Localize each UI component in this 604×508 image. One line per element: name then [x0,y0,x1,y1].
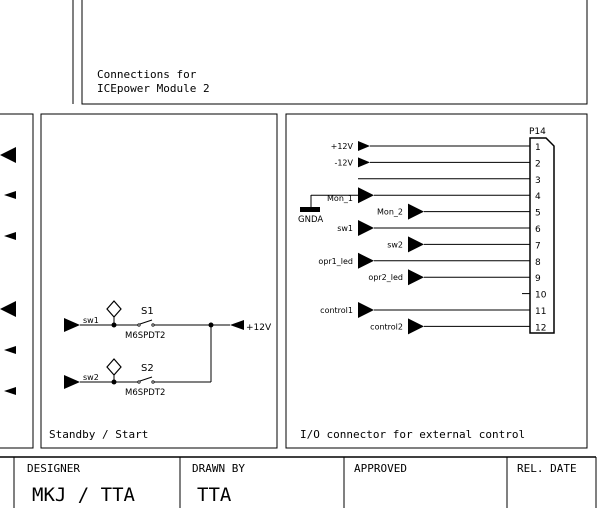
net-label: Mon_1 [327,194,353,203]
sw2-blade [139,376,153,382]
port-arrow-small [4,387,16,395]
s1-reference: S1 [141,306,154,317]
pin-number: 7 [535,241,541,251]
sw1-contact [151,323,155,327]
net-label: Mon_2 [377,208,403,217]
net-port-arrow [408,269,424,286]
p14-reference: P14 [529,127,546,137]
sw1-test-point-diamond [106,300,122,318]
net-port-arrow [358,252,374,269]
net-label: opr2_led [368,273,403,282]
sw2-contact [137,380,141,384]
s1-part-number: M6SPDT2 [125,331,165,341]
port-arrow-large [0,147,16,163]
pin-number: 5 [535,209,541,219]
left-partial-box [0,113,34,449]
net-port-arrow [408,318,424,335]
supply-label: +12V [246,323,272,333]
sw1-net-label: sw1 [83,316,99,325]
module-caption-line1: Connections for [97,68,197,81]
io-frame [285,113,588,449]
net-port-arrow [358,302,374,318]
pin-number: 8 [535,258,541,268]
net-port-arrow [408,236,424,253]
net-label: control1 [320,306,353,315]
net-label: control2 [370,322,403,331]
p14-connector-body [529,137,555,334]
pin-number: 6 [535,225,541,235]
sw2-port-arrow [64,375,80,389]
sw1-contact [137,323,141,327]
port-arrow-large [0,301,16,317]
switch-s2: sw2 S2 M6SPDT2 [64,325,212,398]
net-port-arrow [358,157,370,168]
pin-number: 9 [535,274,541,284]
switch-s1: sw1 S1 M6SPDT2 +12V [64,300,272,341]
ground-bar-icon [300,207,320,212]
ground-label: GNDA [298,215,323,225]
s2-reference: S2 [141,363,154,374]
left-box-frame [0,113,34,449]
standby-caption: Standby / Start [49,428,148,441]
drawn-by-label: DRAWN BY [192,462,245,475]
sw2-net-label: sw2 [83,373,99,382]
net-label: opr1_led [318,257,353,266]
pin-number: 10 [535,291,547,301]
pin-number: 3 [535,176,541,186]
net-label: sw1 [337,224,353,233]
s2-part-number: M6SPDT2 [125,388,165,398]
net-port-arrow [408,203,424,220]
pin-number: 2 [535,159,541,169]
net-label: -12V [334,158,353,167]
net-label: +12V [331,142,354,151]
net-port-arrow [358,141,370,151]
sw1-blade [139,319,153,325]
port-arrow-small [4,346,16,354]
standby-frame [40,113,278,449]
pin-number: 1 [535,143,541,153]
designer-label: DESIGNER [27,462,80,475]
module-caption-line2: ICEpower Module 2 [97,82,210,95]
net-port-arrow [358,220,374,236]
standby-start-box: sw1 S1 M6SPDT2 +12V sw2 S2 [40,113,278,449]
net-port-arrow [358,187,374,204]
supply-port-arrow [230,320,244,330]
port-arrow-small [4,232,16,240]
pin-number: 12 [535,323,546,333]
approved-label: APPROVED [354,462,407,475]
drawn-by-value: TTA [197,484,232,506]
designer-value: MKJ / TTA [32,484,136,506]
top-frames [72,0,588,105]
io-caption: I/O connector for external control [300,428,525,441]
pin-number: 11 [535,307,546,317]
net-label: sw2 [387,240,403,249]
sw2-contact [151,380,155,384]
sw2-test-point-diamond [106,358,122,376]
pin-number: 4 [535,192,541,202]
icepower-module-frame [81,0,588,105]
sw1-port-arrow [64,318,80,332]
rel-date-label: REL. DATE [517,462,577,475]
port-arrow-small [4,191,16,199]
title-block: DESIGNER MKJ / TTA DRAWN BY TTA APPROVED… [0,456,597,508]
